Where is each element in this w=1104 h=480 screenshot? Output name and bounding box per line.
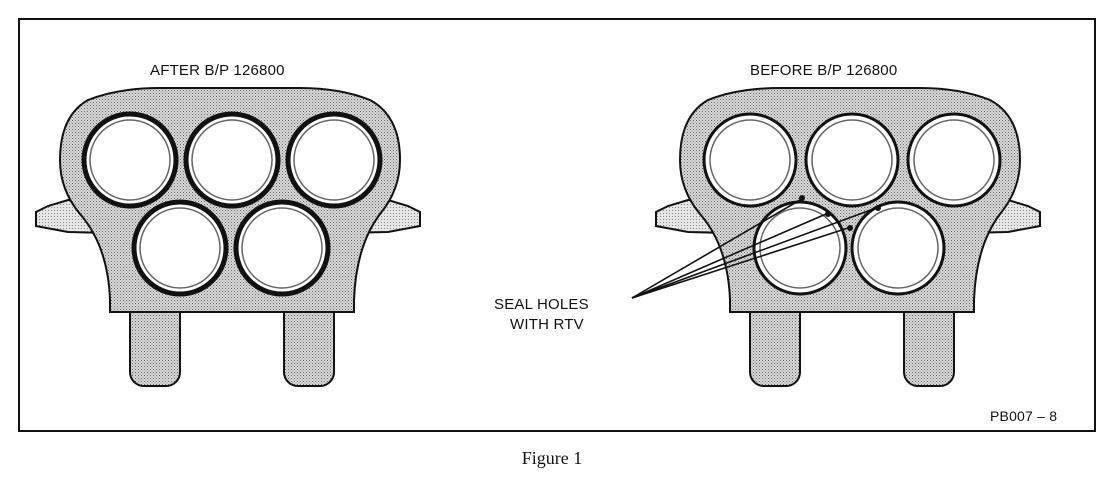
figure-code: PB007 – 8 xyxy=(990,408,1058,424)
figure-caption: Figure 1 xyxy=(521,448,583,468)
callout-line-1: SEAL HOLES xyxy=(494,296,589,313)
cavity-row-bottom xyxy=(131,199,331,297)
callout-line-2: WITH RTV xyxy=(510,316,584,333)
connector-before xyxy=(655,87,1041,387)
cavity-row-top xyxy=(81,111,383,209)
connector-after xyxy=(35,87,421,387)
cavity-row-top xyxy=(702,112,1002,208)
before-title: BEFORE B/P 126800 xyxy=(750,62,898,79)
cavity-row-bottom xyxy=(752,200,946,296)
seal-holes xyxy=(799,195,881,231)
after-title: AFTER B/P 126800 xyxy=(150,62,285,79)
callout-leaders xyxy=(631,199,877,299)
